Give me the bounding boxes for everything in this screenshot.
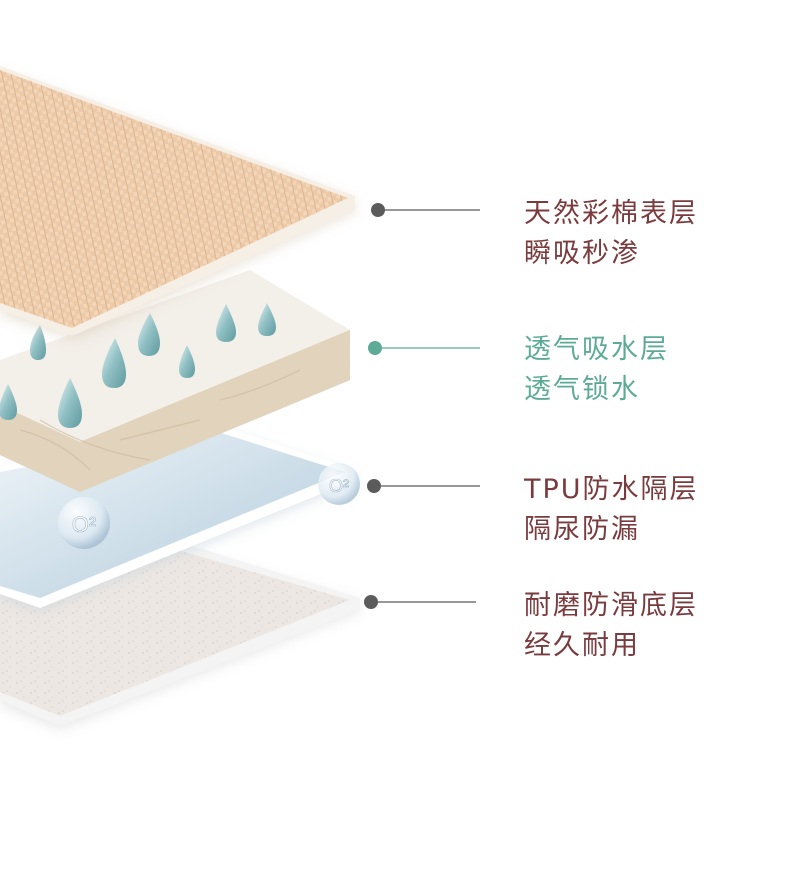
callout-2 xyxy=(368,341,480,355)
layer-subtitle: 透气锁水 xyxy=(524,370,669,410)
callout-1 xyxy=(371,203,480,217)
layer-label-absorbent: 透气吸水层 透气锁水 xyxy=(524,330,669,410)
callout-4 xyxy=(364,595,476,609)
oxygen-symbol: O² xyxy=(72,512,96,537)
layer-subtitle: 瞬吸秒渗 xyxy=(524,234,698,274)
water-drop-icon xyxy=(30,325,46,360)
layer-subtitle: 隔尿防漏 xyxy=(524,510,699,550)
layer-subtitle: 经久耐用 xyxy=(524,626,698,666)
layer-label-tpu: TPU防水隔层 隔尿防漏 xyxy=(524,470,699,550)
callout-3 xyxy=(367,479,480,493)
layer-title: 天然彩棉表层 xyxy=(524,194,698,234)
layer-label-bottom: 耐磨防滑底层 经久耐用 xyxy=(524,586,698,666)
oxygen-symbol: O² xyxy=(329,476,349,496)
layer-title: 透气吸水层 xyxy=(524,330,669,370)
layer-title: TPU防水隔层 xyxy=(524,470,699,510)
layer-label-top: 天然彩棉表层 瞬吸秒渗 xyxy=(524,194,698,274)
layer-title: 耐磨防滑底层 xyxy=(524,586,698,626)
